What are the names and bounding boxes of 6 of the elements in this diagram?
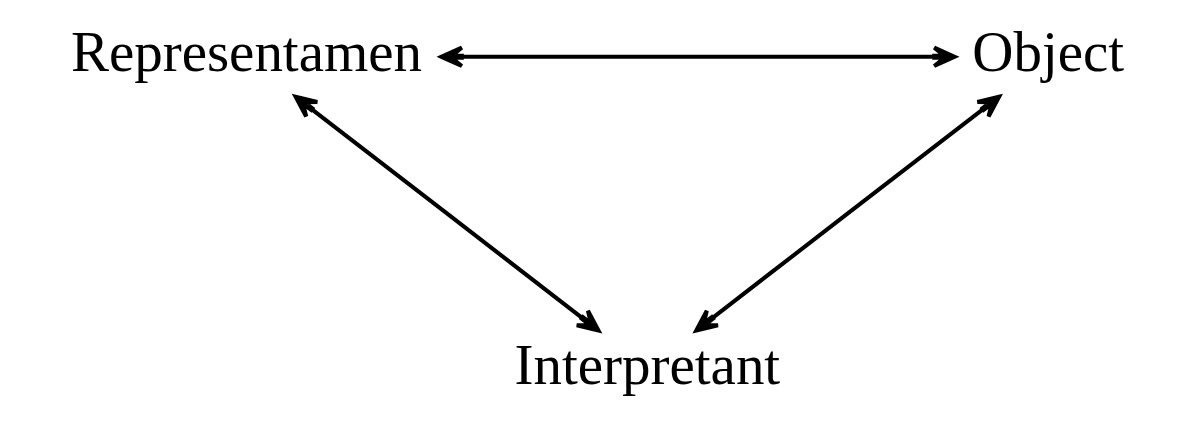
arrow — [293, 94, 601, 332]
node-text: Object — [972, 19, 1125, 83]
arrow — [694, 94, 1002, 332]
node-text: Representamen — [70, 19, 423, 83]
arrow — [439, 45, 957, 68]
node-text: Interpretant — [514, 332, 781, 396]
